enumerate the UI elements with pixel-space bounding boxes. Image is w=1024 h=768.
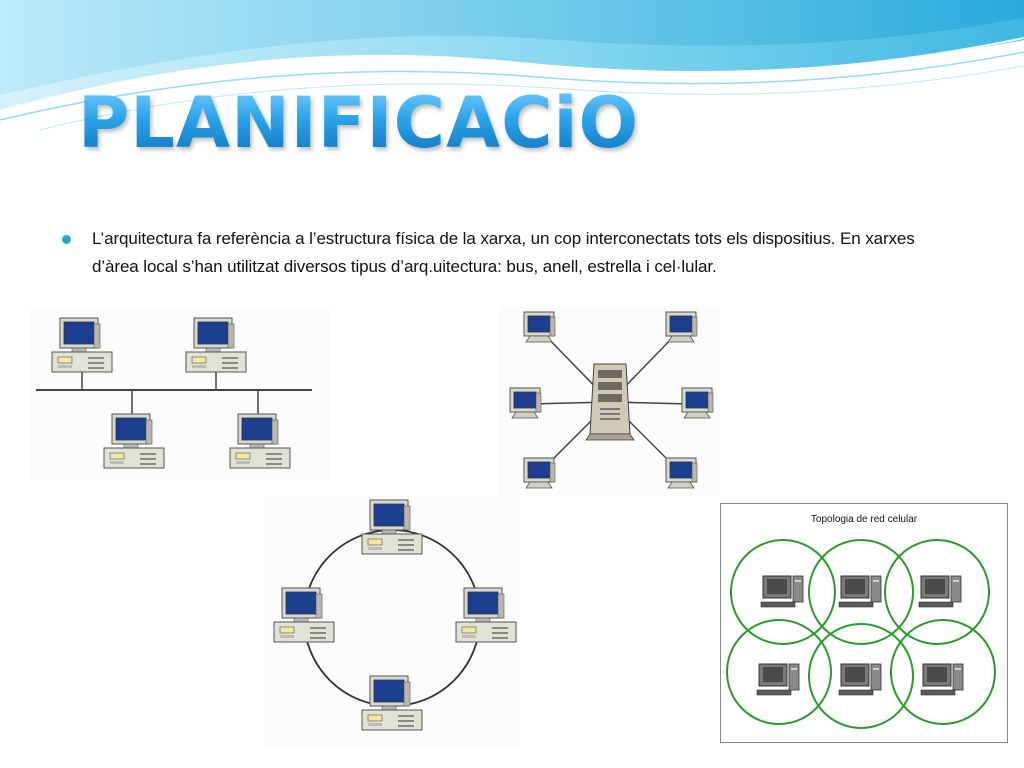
- desktop-computer-icon: [229, 413, 291, 469]
- gray-computer-icon: [838, 663, 882, 696]
- desktop-computer-icon: [361, 499, 423, 555]
- bullet-dot-icon: [62, 235, 71, 244]
- gray-computer-icon: [838, 575, 882, 608]
- bus-topology-diagram: [30, 310, 330, 480]
- gray-computer-icon: [918, 575, 962, 608]
- desktop-computer-icon: [523, 311, 556, 343]
- header-wave-decoration: [0, 0, 1024, 130]
- cellular-diagram-title: Topologia de red celular: [810, 514, 918, 525]
- star-topology-diagram: [498, 306, 720, 496]
- gray-computer-icon: [920, 663, 964, 696]
- desktop-computer-icon: [273, 587, 335, 643]
- desktop-computer-icon: [681, 387, 714, 419]
- desktop-computer-icon: [51, 317, 113, 373]
- desktop-computer-icon: [455, 587, 517, 643]
- desktop-computer-icon: [665, 457, 698, 489]
- gray-computer-icon: [760, 575, 804, 608]
- ring-topology-diagram: [264, 496, 520, 746]
- desktop-computer-icon: [665, 311, 698, 343]
- desktop-computer-icon: [523, 457, 556, 489]
- cellular-topology-diagram: Topologia de red celular: [720, 503, 1008, 743]
- desktop-computer-icon: [185, 317, 247, 373]
- bullet-list: L’arquitectura fa referència a l’estruct…: [62, 225, 962, 281]
- desktop-computer-icon: [509, 387, 542, 419]
- bullet-item: L’arquitectura fa referència a l’estruct…: [92, 229, 915, 276]
- server-tower-icon: [585, 363, 635, 441]
- slide-title: PLANIFICACiO: [78, 82, 639, 164]
- gray-computer-icon: [756, 663, 800, 696]
- desktop-computer-icon: [103, 413, 165, 469]
